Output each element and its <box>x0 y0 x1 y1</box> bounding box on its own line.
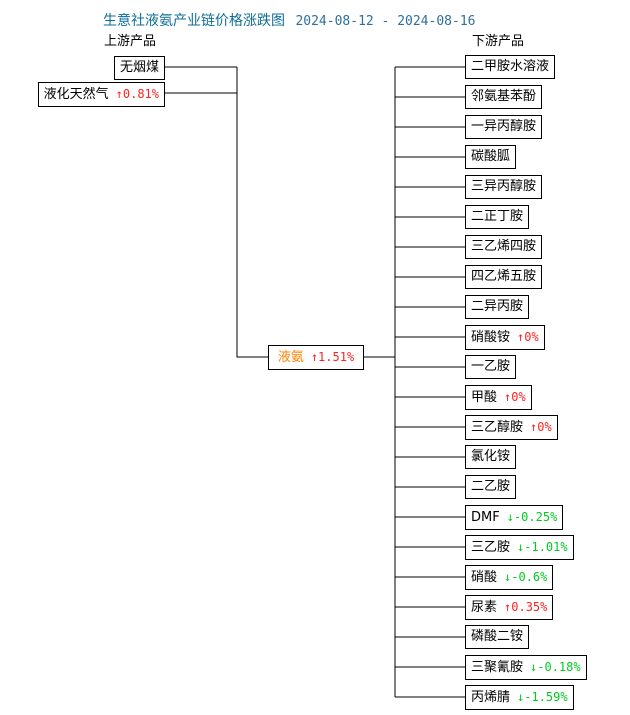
downstream-node[interactable]: 一异丙醇胺 <box>465 115 543 139</box>
downstream-node[interactable]: 二甲胺水溶液 <box>465 55 556 79</box>
upstream-products-label: 上游产品 <box>104 34 157 49</box>
downstream-node[interactable]: 三乙胺 ↓-1.01% <box>465 535 574 560</box>
up-arrow-change: ↑0.81% <box>115 87 159 101</box>
node-name: 尿素 <box>471 600 498 615</box>
up-arrow-change: ↑0.35% <box>504 600 548 614</box>
node-name: 一异丙醇胺 <box>471 119 537 134</box>
downstream-node[interactable]: 三乙醇胺 ↑0% <box>465 415 558 440</box>
node-name: 三聚氰胺 <box>471 660 524 675</box>
downstream-node[interactable]: 邻氨基苯酚 <box>465 85 543 109</box>
node-name: 液氨 <box>277 350 304 365</box>
downstream-node[interactable]: 丙烯腈 ↓-1.59% <box>465 685 574 710</box>
node-name: 无烟煤 <box>119 60 159 75</box>
downstream-products-label: 下游产品 <box>472 34 525 49</box>
node-name: 一乙胺 <box>471 359 511 374</box>
node-name: 二乙胺 <box>471 479 511 494</box>
up-arrow-change: ↑1.51% <box>310 350 355 364</box>
node-name: 硝酸铵 <box>471 330 511 345</box>
down-arrow-change: ↓-1.59% <box>517 690 568 704</box>
node-name: 硝酸 <box>471 570 498 585</box>
node-name: 二正丁胺 <box>471 209 524 224</box>
up-arrow-change: ↑0% <box>517 330 539 344</box>
downstream-node[interactable]: 二异丙胺 <box>465 295 530 319</box>
up-arrow-change: ↑0% <box>504 390 526 404</box>
downstream-node[interactable]: 四乙烯五胺 <box>465 265 543 289</box>
node-name: DMF <box>471 510 500 525</box>
node-name: 碳酸胍 <box>471 149 511 164</box>
downstream-node[interactable]: 硝酸铵 ↑0% <box>465 325 545 350</box>
node-name: 三乙醇胺 <box>471 420 524 435</box>
node-name: 邻氨基苯酚 <box>471 89 537 104</box>
downstream-node[interactable]: 硝酸 ↓-0.6% <box>465 565 554 590</box>
center-node[interactable]: 液氨 ↑1.51% <box>268 345 364 370</box>
downstream-node[interactable]: 甲酸 ↑0% <box>465 385 532 410</box>
down-arrow-change: ↓-0.18% <box>530 660 581 674</box>
downstream-node[interactable]: 二乙胺 <box>465 475 517 499</box>
node-name: 甲酸 <box>471 390 498 405</box>
downstream-node[interactable]: 氯化铵 <box>465 445 517 469</box>
upstream-node[interactable]: 无烟煤 <box>113 56 165 80</box>
node-name: 三乙胺 <box>471 540 511 555</box>
downstream-node[interactable]: 碳酸胍 <box>465 145 517 169</box>
title-text: 生意社液氨产业链价格涨跌图 <box>103 13 285 29</box>
node-name: 三乙烯四胺 <box>471 239 537 254</box>
down-arrow-change: ↓-0.6% <box>504 570 548 584</box>
downstream-node[interactable]: DMF ↓-0.25% <box>465 505 564 530</box>
connector-path <box>165 66 465 698</box>
node-name: 磷酸二铵 <box>471 629 524 644</box>
title-date-range: 2024-08-12 - 2024-08-16 <box>295 14 476 29</box>
downstream-node[interactable]: 三异丙醇胺 <box>465 175 543 199</box>
downstream-node[interactable]: 一乙胺 <box>465 355 517 379</box>
down-arrow-change: ↓-1.01% <box>517 540 568 554</box>
page-title: 生意社液氨产业链价格涨跌图 2024-08-12 - 2024-08-16 <box>103 10 475 30</box>
node-name: 四乙烯五胺 <box>471 269 537 284</box>
node-name: 三异丙醇胺 <box>471 179 537 194</box>
downstream-node[interactable]: 三聚氰胺 ↓-0.18% <box>465 655 587 680</box>
node-name: 液化天然气 <box>43 87 109 102</box>
node-name: 二异丙胺 <box>471 299 524 314</box>
node-name: 氯化铵 <box>471 449 511 464</box>
downstream-node[interactable]: 二正丁胺 <box>465 205 530 229</box>
downstream-node[interactable]: 三乙烯四胺 <box>465 235 543 259</box>
down-arrow-change: ↓-0.25% <box>506 510 558 524</box>
node-name: 丙烯腈 <box>471 690 511 705</box>
downstream-node[interactable]: 磷酸二铵 <box>465 625 530 649</box>
downstream-node[interactable]: 尿素 ↑0.35% <box>465 595 554 620</box>
up-arrow-change: ↑0% <box>530 420 552 434</box>
node-name: 二甲胺水溶液 <box>471 59 550 74</box>
upstream-node[interactable]: 液化天然气 ↑0.81% <box>37 82 165 107</box>
